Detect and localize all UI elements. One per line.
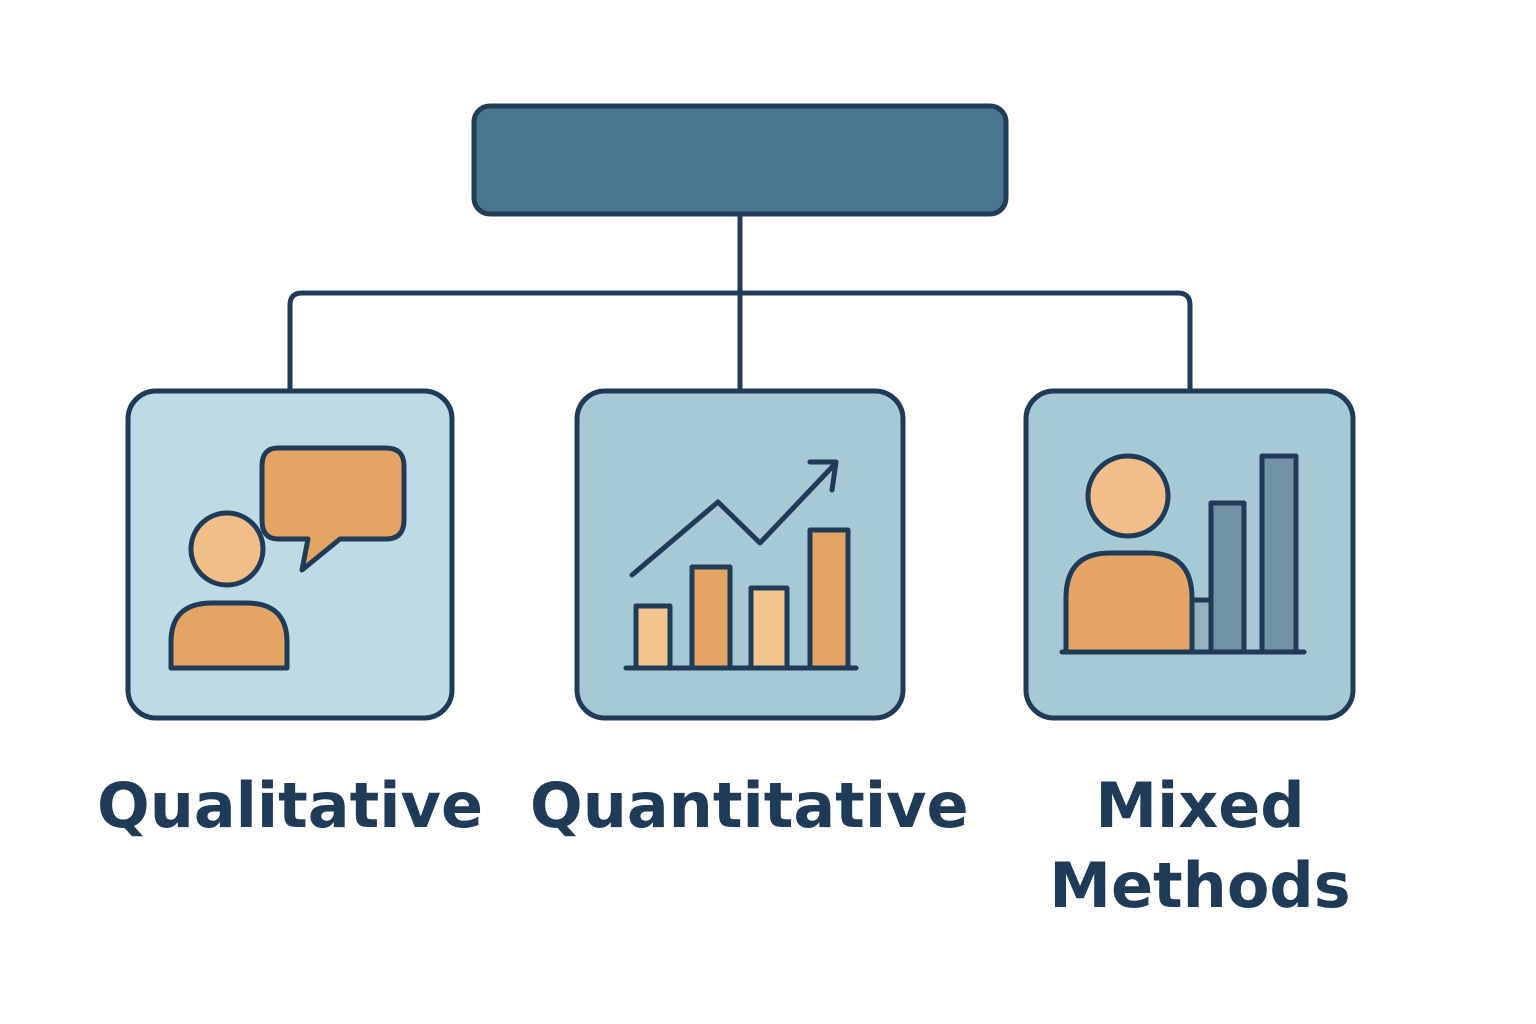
person-speech-bubble-icon [168,445,407,671]
person-body-icon [168,600,290,671]
chart-bar-icon [1259,453,1299,655]
chart-bar-icon [689,564,733,671]
label-qualitative: Qualitative [96,769,484,842]
arrow-head-icon [807,459,839,493]
connector-lines [287,211,1193,393]
mixed-card [1023,388,1356,721]
trend-line-icon [629,462,837,578]
bar-chart-trend-arrow-icon [623,459,859,671]
person-head-icon [1085,453,1171,539]
qualitative-panel [125,388,455,721]
label-mixed-methods: Mixed Methods [1049,769,1351,922]
mixed-panel [1023,388,1356,721]
chart-bar-icon [633,603,673,671]
chart-bar-icon [1208,500,1247,655]
quantitative-panel [574,388,906,721]
speech-bubble-icon [259,445,407,573]
person-head-icon [188,510,266,588]
chart-bar-icon [807,527,851,671]
root-box [471,103,1009,217]
label-quantitative: Quantitative [530,769,969,842]
person-bar-chart-icon [1059,453,1307,655]
chart-bar-icon [748,585,790,671]
person-body-icon [1063,550,1195,655]
branch-connector [287,290,1193,393]
